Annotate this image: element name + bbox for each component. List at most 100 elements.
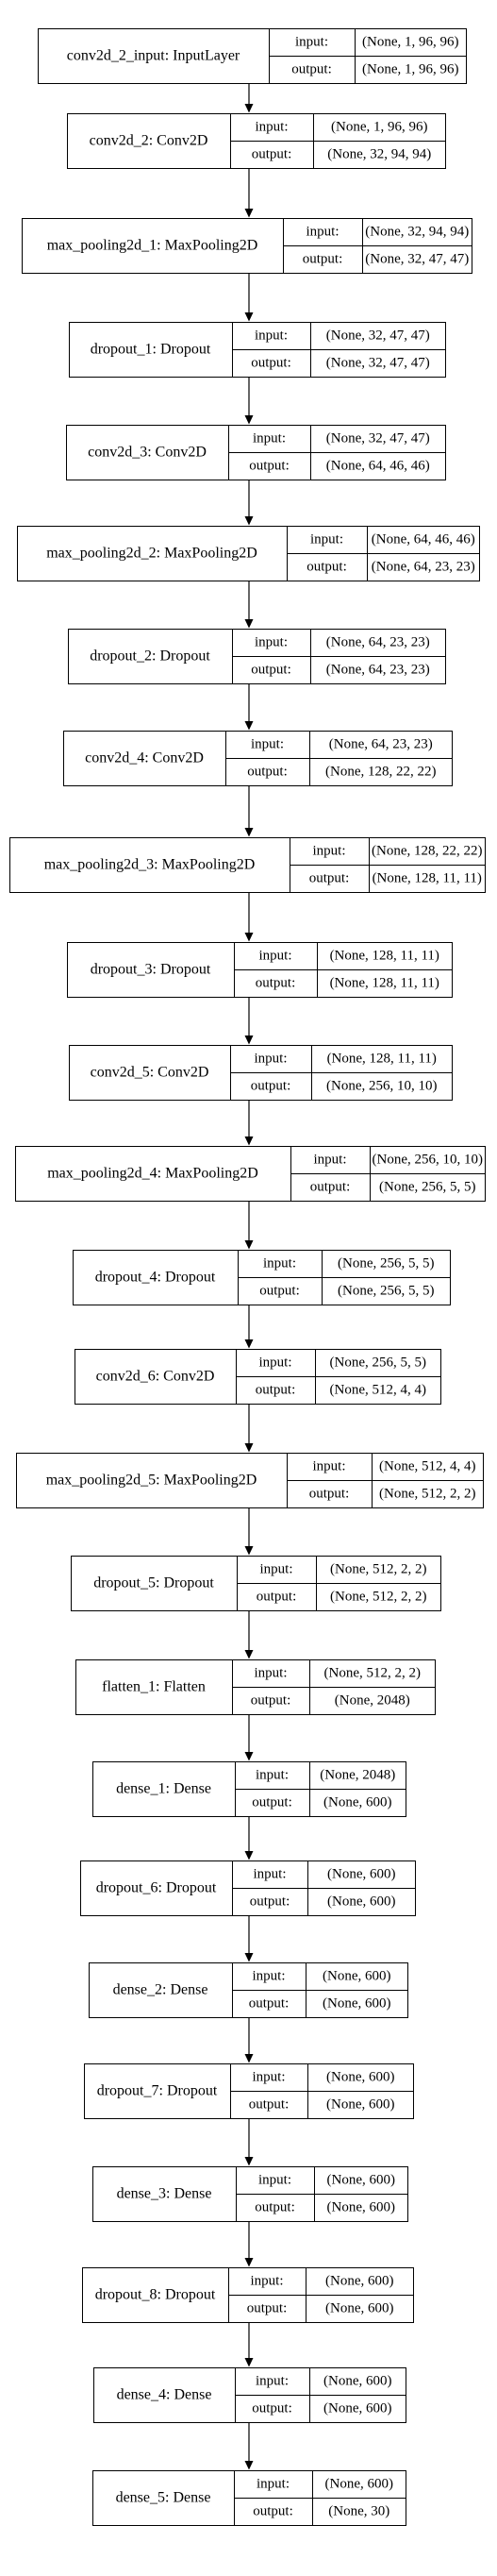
- edge-arrow: [244, 1202, 254, 1250]
- output-label: output:: [249, 459, 290, 474]
- input-shape: (None, 32, 47, 47): [326, 431, 430, 446]
- layer-nodes: conv2d_2_input: InputLayerinput:output:(…: [9, 28, 486, 2526]
- layer-name: conv2d_2: Conv2D: [90, 133, 208, 149]
- output-shape: (None, 256, 5, 5): [379, 1180, 475, 1195]
- layer-name: flatten_1: Flatten: [102, 1679, 206, 1695]
- input-label: input:: [252, 2070, 285, 2085]
- output-label: output:: [247, 2301, 288, 2316]
- input-shape: (None, 600): [325, 2477, 393, 2492]
- input-shape: (None, 256, 5, 5): [338, 1256, 434, 1271]
- arrowhead-icon: [244, 2258, 254, 2267]
- layer-node: max_pooling2d_4: MaxPooling2Dinput:outpu…: [15, 1146, 486, 1202]
- input-label: input:: [295, 35, 328, 50]
- edge-arrow: [244, 2423, 254, 2470]
- edge-arrow: [244, 998, 254, 1045]
- input-label: input:: [258, 949, 291, 964]
- arrowhead-icon: [244, 1953, 254, 1962]
- edge-arrow: [244, 2323, 254, 2367]
- layer-name: max_pooling2d_3: MaxPooling2D: [44, 857, 256, 873]
- output-label: output:: [309, 1487, 350, 1502]
- edge-arrow: [244, 684, 254, 731]
- input-label: input:: [255, 120, 288, 135]
- layer-name: dropout_8: Dropout: [95, 2287, 216, 2303]
- input-label: input:: [312, 1459, 345, 1474]
- edge-arrow: [244, 1508, 254, 1556]
- layer-name: max_pooling2d_1: MaxPooling2D: [47, 238, 258, 254]
- arrowhead-icon: [244, 1443, 254, 1453]
- arrowhead-icon: [244, 1136, 254, 1146]
- edge-arrow: [244, 1715, 254, 1761]
- output-shape: (None, 600): [326, 2097, 394, 2113]
- layer-node: max_pooling2d_5: MaxPooling2Dinput:outpu…: [16, 1453, 484, 1508]
- input-label: input:: [258, 1355, 291, 1371]
- output-shape: (None, 600): [327, 2200, 395, 2215]
- output-label: output:: [252, 1795, 292, 1810]
- layer-name: dense_3: Dense: [117, 2186, 212, 2202]
- arrowhead-icon: [244, 2358, 254, 2367]
- arrowhead-icon: [244, 209, 254, 218]
- arrowhead-icon: [244, 619, 254, 629]
- input-shape: (None, 32, 47, 47): [326, 328, 430, 344]
- output-label: output:: [251, 356, 291, 371]
- layer-name: conv2d_3: Conv2D: [88, 445, 207, 461]
- input-label: input:: [255, 328, 288, 344]
- arrowhead-icon: [244, 1035, 254, 1045]
- output-label: output:: [249, 1996, 290, 2012]
- layer-name: dropout_6: Dropout: [96, 1880, 217, 1896]
- edge-arrow: [244, 786, 254, 837]
- arrowhead-icon: [244, 933, 254, 942]
- arrowhead-icon: [244, 1240, 254, 1250]
- output-shape: (None, 30): [328, 2504, 389, 2519]
- input-shape: (None, 600): [323, 1969, 390, 1984]
- edge-arrow: [244, 1611, 254, 1659]
- arrowhead-icon: [244, 828, 254, 837]
- layer-name: max_pooling2d_2: MaxPooling2D: [46, 546, 257, 562]
- arrowhead-icon: [244, 2054, 254, 2063]
- edge-arrow: [244, 1916, 254, 1962]
- output-label: output:: [256, 1383, 296, 1398]
- layer-name: dropout_1: Dropout: [91, 342, 211, 358]
- output-shape: (None, 1, 96, 96): [362, 62, 458, 77]
- output-label: output:: [252, 2401, 292, 2416]
- output-shape: (None, 32, 94, 94): [327, 147, 431, 162]
- output-label: output:: [253, 2504, 293, 2519]
- output-label: output:: [252, 147, 292, 162]
- input-shape: (None, 64, 23, 23): [329, 737, 433, 752]
- input-shape: (None, 512, 2, 2): [330, 1562, 426, 1577]
- output-shape: (None, 256, 5, 5): [338, 1284, 434, 1299]
- edge-arrow: [244, 1405, 254, 1453]
- output-label: output:: [255, 2200, 295, 2215]
- output-shape: (None, 256, 10, 10): [326, 1079, 437, 1094]
- output-label: output:: [257, 1590, 297, 1605]
- layer-name: dense_2: Dense: [113, 1982, 208, 1998]
- arrowhead-icon: [244, 2157, 254, 2166]
- input-shape: (None, 1, 96, 96): [362, 35, 458, 50]
- output-label: output:: [251, 1079, 291, 1094]
- input-label: input:: [313, 1153, 346, 1168]
- output-label: output:: [303, 252, 343, 267]
- layer-name: dense_5: Dense: [116, 2490, 211, 2506]
- input-label: input:: [254, 1052, 287, 1067]
- layer-name: dropout_4: Dropout: [95, 1270, 216, 1286]
- input-label: input:: [254, 1666, 287, 1681]
- layer-node: max_pooling2d_1: MaxPooling2Dinput:outpu…: [22, 218, 472, 274]
- output-shape: (None, 512, 2, 2): [379, 1487, 475, 1502]
- edge-arrow: [244, 169, 254, 218]
- input-shape: (None, 128, 11, 11): [327, 1052, 437, 1067]
- edge-arrow: [244, 274, 254, 322]
- output-shape: (None, 512, 2, 2): [330, 1590, 426, 1605]
- input-shape: (None, 256, 5, 5): [330, 1355, 426, 1371]
- edge-arrow: [244, 2018, 254, 2063]
- output-label: output:: [251, 1693, 291, 1709]
- edge-arrow: [244, 480, 254, 526]
- arrowhead-icon: [244, 1752, 254, 1761]
- output-label: output:: [310, 1180, 351, 1195]
